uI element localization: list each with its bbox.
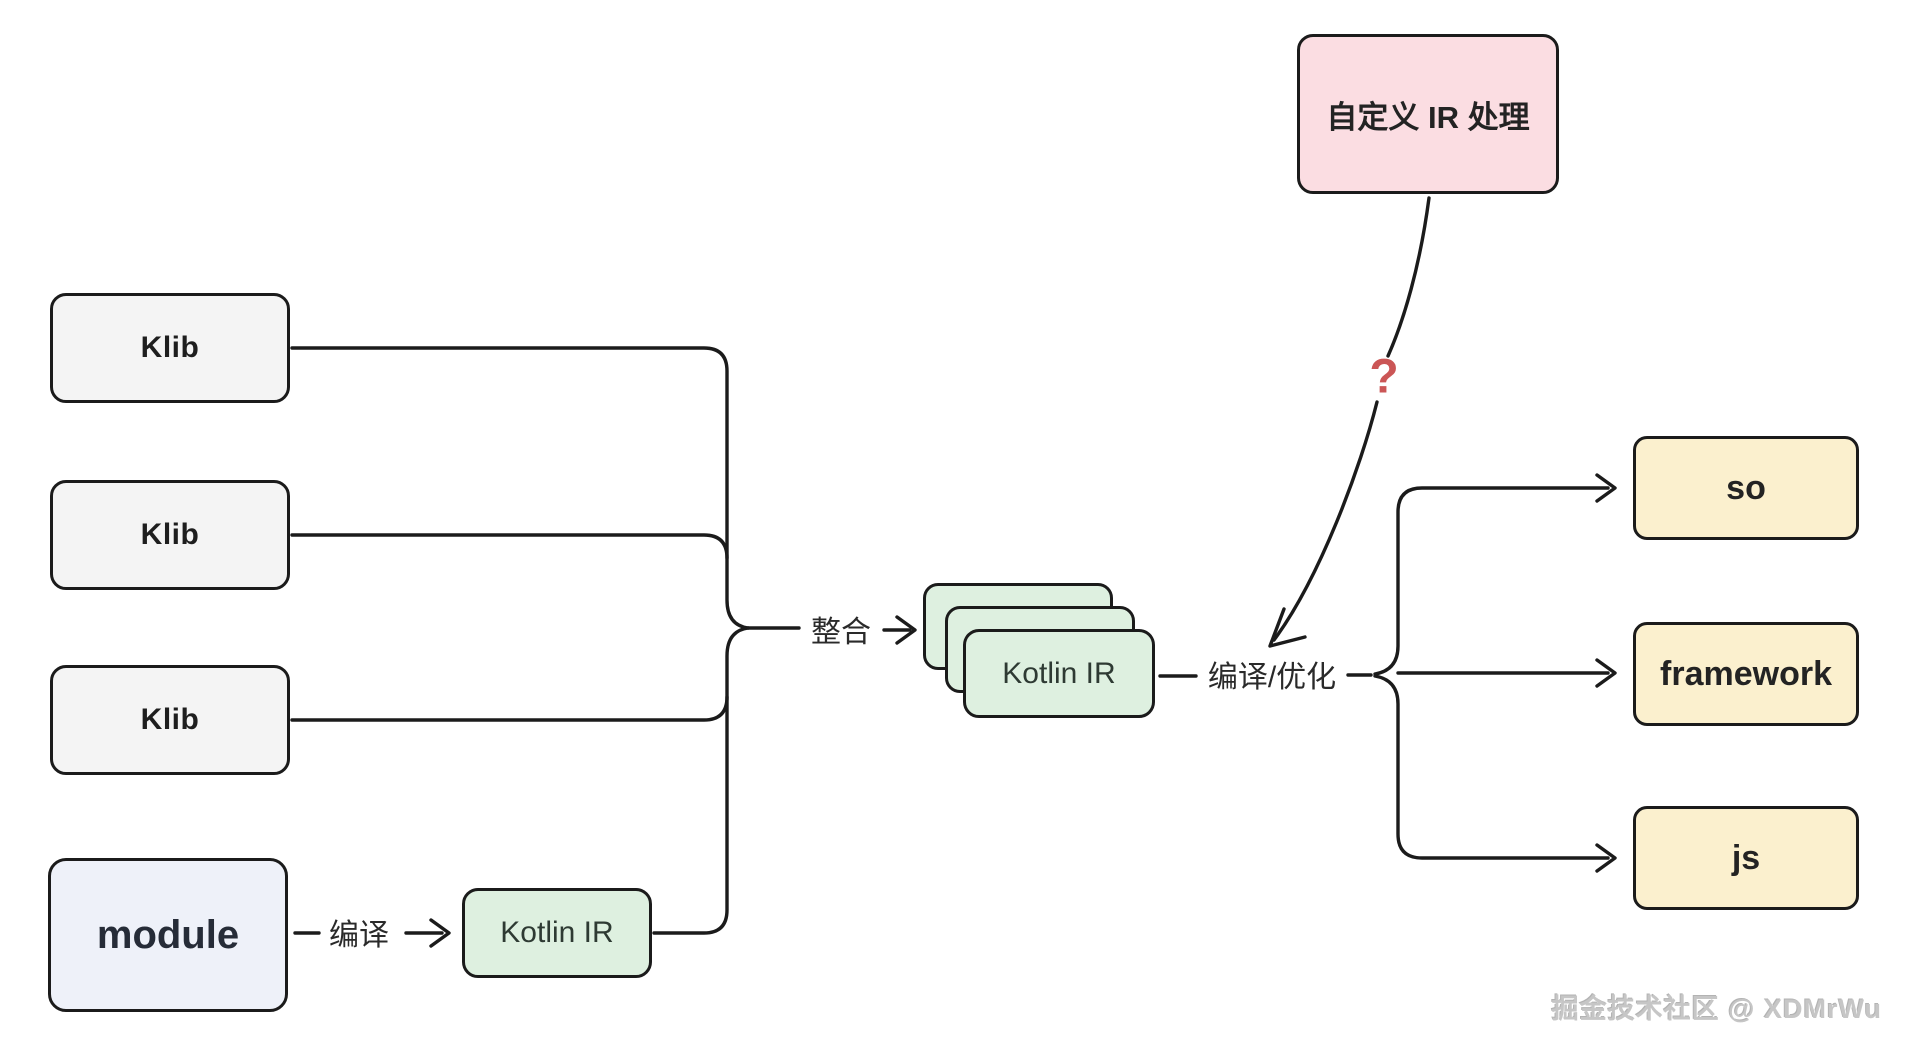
connector-klib2-to-merge: [290, 533, 729, 560]
fork-arrowhead-js: [1595, 843, 1617, 873]
node-custom-ir-label: 自定义 IR 处理: [1326, 99, 1530, 135]
connector-kotlinir-to-merge: [652, 626, 750, 935]
node-custom-ir: 自定义 IR 处理: [1297, 34, 1559, 194]
node-klib-2: Klib: [50, 480, 290, 590]
merge-arrowhead: [895, 615, 917, 645]
edge-label-compile: 编译: [329, 919, 389, 952]
custom-ir-curve-upper: [1386, 196, 1431, 358]
connector-klib3-to-merge: [290, 695, 729, 722]
node-so: so: [1633, 436, 1859, 540]
node-js: js: [1633, 806, 1859, 910]
fork-branch-so: [1373, 486, 1610, 676]
node-klib-1: Klib: [50, 293, 290, 403]
edge-label-compile-optimize: 编译/优化: [1207, 661, 1337, 694]
connector-klib1-to-merge: [290, 346, 750, 630]
node-kotlin-ir-stack-label: Kotlin IR: [1002, 656, 1116, 690]
fork-branch-js: [1373, 674, 1610, 860]
fork-arrowhead-framework: [1595, 658, 1617, 688]
watermark: 掘金技术社区 @ XDMrWu: [1551, 994, 1882, 1024]
node-klib-3: Klib: [50, 665, 290, 775]
node-js-label: js: [1731, 838, 1761, 877]
node-so-label: so: [1726, 468, 1766, 507]
node-framework-label: framework: [1660, 654, 1832, 693]
node-module: module: [48, 858, 288, 1012]
node-kotlin-ir-stack-front: Kotlin IR: [963, 629, 1155, 718]
node-klib-1-label: Klib: [140, 331, 200, 364]
node-klib-2-label: Klib: [140, 518, 200, 551]
custom-ir-curve-lower: [1272, 400, 1379, 642]
node-klib-3-label: Klib: [140, 703, 200, 736]
node-kotlin-ir-single: Kotlin IR: [462, 888, 652, 978]
node-kotlin-ir-single-label: Kotlin IR: [500, 916, 614, 949]
question-mark-label: ?: [1369, 350, 1399, 404]
fork-arrowhead-so: [1595, 473, 1617, 503]
node-framework: framework: [1633, 622, 1859, 726]
edge-label-merge: 整合: [811, 616, 871, 649]
custom-ir-arrowhead: [1268, 607, 1307, 648]
node-module-label: module: [96, 912, 240, 957]
compile-arrowhead: [429, 918, 451, 948]
